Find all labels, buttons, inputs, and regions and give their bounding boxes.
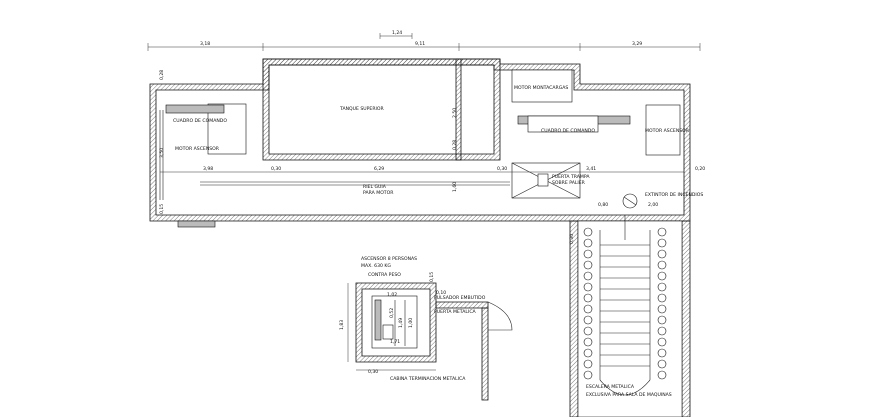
dim-label: 1,60 — [452, 182, 458, 192]
dim-label: 3,41 — [586, 166, 596, 172]
tank-wall — [262, 58, 501, 161]
dim-label: 0,52 — [389, 308, 395, 318]
dim-label: 2,50 — [452, 108, 458, 118]
label-escalera-1: ESCALERA METALICA — [586, 384, 635, 390]
baluster — [583, 227, 593, 237]
dim-label: 2,00 — [648, 202, 658, 208]
label-puerta-trampa-1: PUERTA TRAMPA — [552, 174, 590, 180]
baluster — [657, 293, 667, 303]
baluster — [657, 260, 667, 270]
dim-label: 0,80 — [598, 202, 608, 208]
label-motor-ascensor-right: MOTOR ASCENSOR — [645, 128, 690, 134]
stair-balusters — [583, 227, 667, 380]
stair-plan: 0,30 ESCALERA METALICA EXCLUSIVA PARA SA… — [569, 215, 691, 417]
cuadro-comando-left — [165, 104, 225, 114]
stair-steps — [600, 244, 650, 367]
label-pulsador: PULSADOR EMBUTIDO — [434, 295, 486, 301]
baluster — [583, 326, 593, 336]
floor-step — [177, 220, 216, 228]
label-ascensor-2: MAX. 630 KG — [361, 263, 391, 269]
label-cabina: CABINA TERMINACION METALICA — [390, 376, 466, 382]
baluster — [657, 315, 667, 325]
label-extintor: EXTINTOR DE INCENDIOS — [645, 192, 703, 198]
label-cuadro-comando-left: CUADRO DE COMANDO — [173, 118, 227, 124]
dim-label: 1,02 — [387, 292, 397, 298]
baluster — [657, 249, 667, 259]
label-escalera-2: EXCLUSIVA PARA SALA DE MAQUINAS — [586, 392, 672, 398]
baluster — [657, 348, 667, 358]
dim-label: 1,00 — [408, 318, 414, 328]
dim-label: 0,20 — [695, 166, 705, 172]
dim-label: 1,24 — [392, 30, 402, 36]
dim-label: 1,83 — [339, 320, 345, 330]
baluster — [657, 271, 667, 281]
dim-label: 0,28 — [159, 70, 165, 80]
baluster — [583, 370, 593, 380]
baluster — [657, 326, 667, 336]
baluster — [583, 271, 593, 281]
dim-label: 0,15 — [429, 272, 435, 282]
baluster — [657, 304, 667, 314]
baluster — [583, 304, 593, 314]
elevator-detail: ASCENSOR 8 PERSONAS MAX. 630 KG CONTRA P… — [339, 256, 513, 401]
door-wall — [435, 301, 489, 309]
baluster — [583, 282, 593, 292]
baluster — [583, 359, 593, 369]
baluster — [657, 282, 667, 292]
baluster — [583, 293, 593, 303]
baluster — [657, 359, 667, 369]
top-dimensions: 1,24 3,18 9,11 3,29 — [147, 30, 701, 51]
baluster — [583, 315, 593, 325]
dim-label: 0,30 — [368, 369, 378, 375]
motor-ascensor-right — [645, 104, 681, 156]
dim-label: 3,29 — [632, 41, 642, 47]
cuadro-comando-right-box — [527, 115, 599, 133]
dim-label: 1,71 — [390, 339, 400, 345]
baluster — [657, 227, 667, 237]
dim-label: 1,49 — [398, 318, 404, 328]
baluster — [583, 348, 593, 358]
label-motor-ascensor-left: MOTOR ASCENSOR — [175, 146, 220, 152]
label-tanque-superior: TANQUE SUPERIOR — [339, 106, 384, 112]
dim-label: 0,30 — [569, 234, 575, 244]
dim-label: 0,30 — [497, 166, 507, 172]
dim-label: 3,50 — [159, 148, 165, 158]
machine-room-plan: CUADRO DE COMANDO MOTOR ASCENSOR TANQUE … — [149, 58, 705, 228]
label-cuadro-comando-right: CUADRO DE COMANDO — [541, 128, 595, 134]
label-puerta-metalica: PUERTA METALICA — [434, 309, 477, 315]
label-puerta-trampa-2: SOBRE PALIER — [552, 180, 586, 186]
baluster — [657, 238, 667, 248]
baluster — [583, 249, 593, 259]
column — [455, 58, 462, 161]
label-riel-guia-1: RIEL GUIA — [363, 184, 387, 190]
baluster — [657, 370, 667, 380]
dim-label: 6,29 — [374, 166, 384, 172]
label-contrapeso: CONTRA PESO — [368, 272, 401, 278]
dim-label: 0,28 — [452, 140, 458, 150]
baluster — [657, 337, 667, 347]
motor-montacargas — [511, 69, 573, 103]
dim-label: 9,11 — [415, 41, 425, 47]
label-ascensor-1: ASCENSOR 8 PERSONAS — [361, 256, 417, 262]
dim-label: 0,10 — [436, 290, 446, 296]
baluster — [583, 260, 593, 270]
dim-label: 3,98 — [203, 166, 213, 172]
baluster — [583, 337, 593, 347]
dim-label: 0,30 — [271, 166, 281, 172]
shaft-wall — [355, 282, 437, 363]
label-riel-guia-2: PARA MOTOR — [363, 190, 394, 196]
baluster — [583, 238, 593, 248]
label-motor-montacargas: MOTOR MONTACARGAS — [514, 85, 568, 91]
dim-label: 3,18 — [200, 41, 210, 47]
dim-label: 0,15 — [159, 204, 165, 214]
